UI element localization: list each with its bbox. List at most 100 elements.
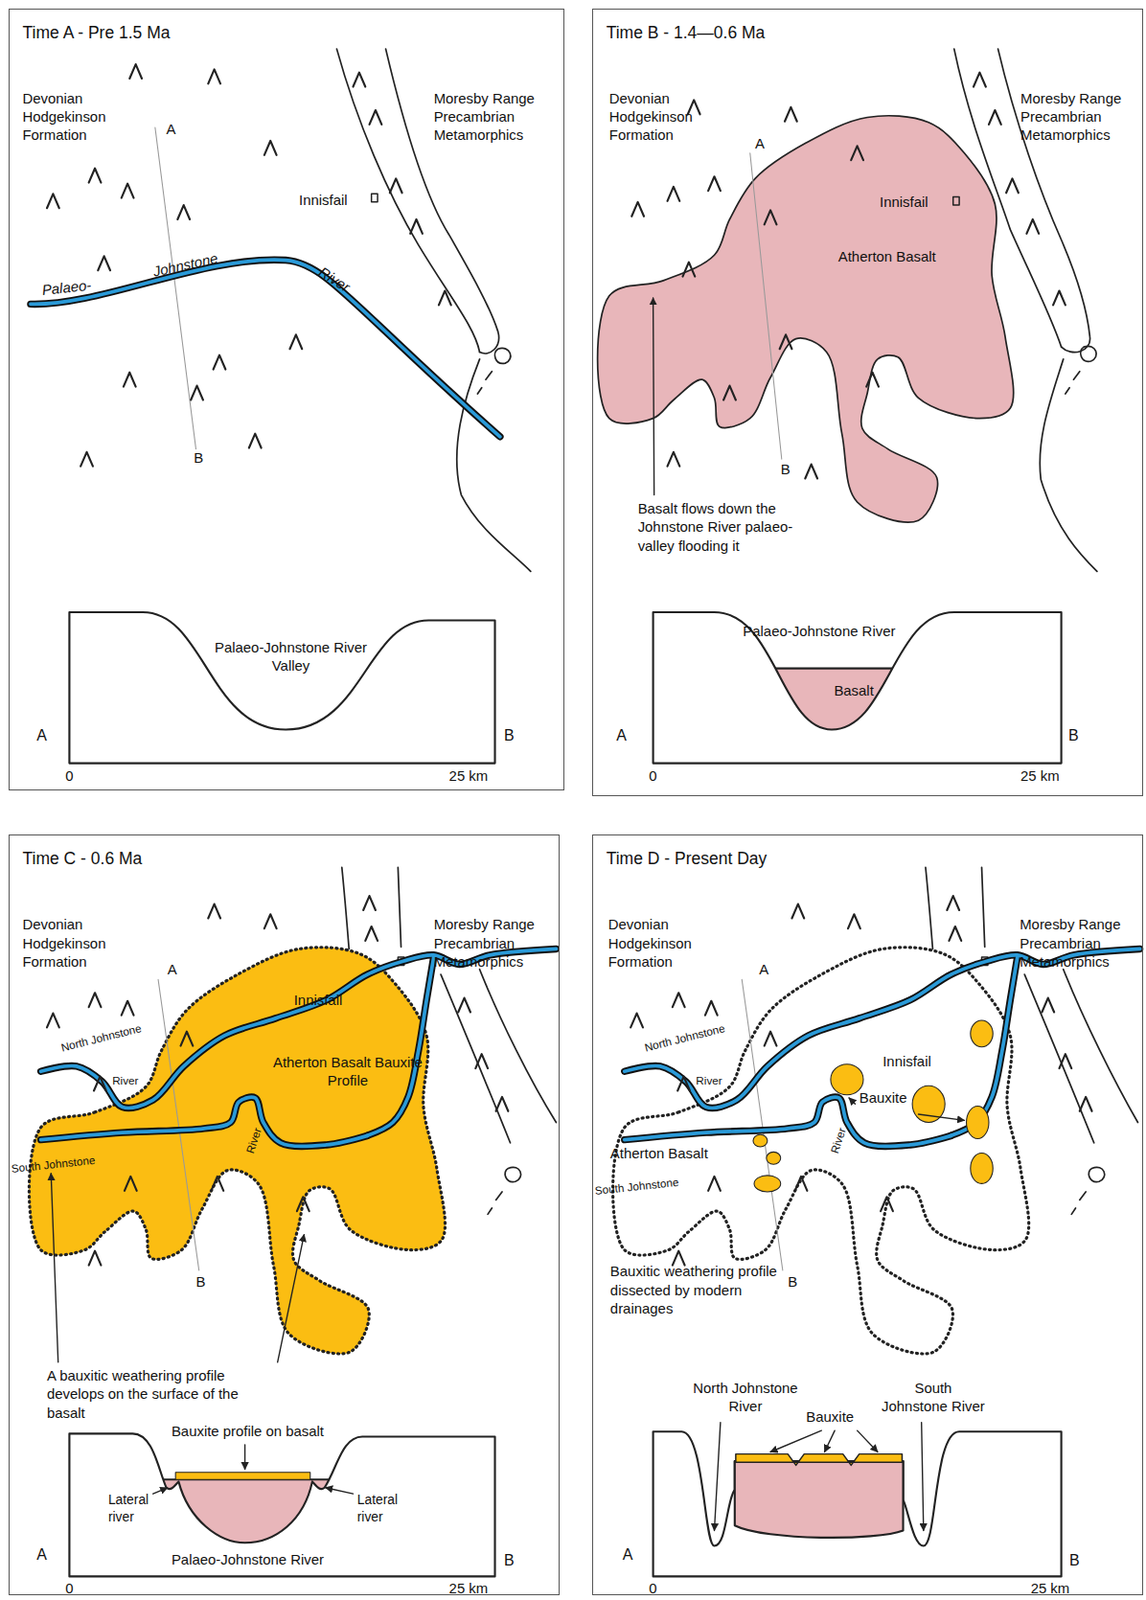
- rock-symbol: [352, 72, 366, 88]
- rock-symbol: [1026, 219, 1039, 234]
- section-line: [750, 153, 782, 460]
- panel-title: Time A - Pre 1.5 Ma: [22, 22, 551, 45]
- section-end: A: [622, 1545, 634, 1566]
- river-name: River: [112, 1073, 138, 1088]
- rock-symbol: [723, 386, 736, 401]
- leader-arrow: [325, 1488, 354, 1494]
- annotation: A bauxitic weathering profile develops o…: [46, 1367, 256, 1423]
- river-outline: [366, 957, 434, 1136]
- leader-arrow: [153, 1488, 168, 1494]
- scale-value: 0: [648, 767, 657, 786]
- formation-name: Devonian Hodgekinson Formation: [608, 916, 723, 972]
- rock-symbol: [121, 1001, 135, 1016]
- leader-arrow: [918, 1114, 965, 1121]
- river-name: South Johnstone River: [879, 1379, 987, 1418]
- river-outline: [624, 948, 1141, 1108]
- rock-symbol: [1053, 291, 1066, 306]
- rock-symbol: [80, 452, 93, 467]
- section-label: Lateral river: [108, 1491, 160, 1527]
- scale-value: 0: [648, 1580, 657, 1599]
- rock-symbol: [93, 1077, 107, 1092]
- section-line: [158, 979, 200, 1271]
- rock-symbol: [89, 1251, 102, 1266]
- rock-symbol: [89, 992, 102, 1008]
- section-label: Lateral river: [357, 1491, 409, 1527]
- formation-name: Devonian Hodgekinson Formation: [609, 90, 724, 146]
- section-line: [741, 979, 783, 1271]
- section-end: B: [504, 726, 515, 747]
- rock-symbol: [630, 1013, 643, 1029]
- river: [624, 948, 1141, 1108]
- section-end: A: [166, 120, 177, 139]
- leader-arrow: [770, 1430, 822, 1452]
- river-name: South Johnstone: [10, 1152, 96, 1176]
- bauxite-layer: [175, 1472, 311, 1480]
- rock-symbol: [850, 145, 864, 161]
- time-panel: Time B - 1.4—0.6 MaAtherton BasaltBasalt: [592, 8, 1144, 797]
- river-outline: [30, 259, 501, 437]
- section-title: Palaeo-Johnstone River: [742, 622, 895, 642]
- rock-unit-label: Basalt: [815, 682, 894, 701]
- section-end: B: [1069, 1551, 1080, 1572]
- rock-symbol: [667, 186, 681, 202]
- unit-name: Atherton Basalt Bauxite Profile: [268, 1054, 428, 1092]
- leader-arrow: [277, 1235, 305, 1363]
- rock-symbol: [784, 107, 798, 122]
- rock-symbol: [946, 895, 960, 911]
- rock-symbol: [458, 998, 471, 1013]
- rock-symbol: [677, 1077, 690, 1092]
- scale-value: 25 km: [1031, 1580, 1071, 1599]
- leader-arrow: [714, 1422, 721, 1532]
- rock-symbol: [764, 209, 778, 225]
- section-end: B: [504, 1551, 515, 1572]
- river-name: Palaeo-: [41, 276, 92, 301]
- river-outline: [41, 948, 557, 1108]
- town-symbol: [953, 197, 960, 207]
- section-end: A: [616, 726, 627, 747]
- rock-symbol: [475, 1054, 488, 1069]
- section-end: A: [167, 961, 178, 980]
- rock-symbol: [207, 904, 221, 919]
- bauxite-layer: [735, 1454, 903, 1467]
- rock-symbol: [682, 262, 695, 277]
- formation-name: Moresby Range Precambrian Metamorphics: [1020, 90, 1142, 146]
- scale-value: 25 km: [449, 1580, 489, 1599]
- rock-symbol: [289, 334, 302, 349]
- leader-arrow: [848, 1098, 855, 1104]
- rock-symbol: [880, 1196, 894, 1212]
- rock-symbol: [496, 1097, 509, 1112]
- valley-profile: [68, 612, 495, 764]
- formation-name: Devonian Hodgekinson Formation: [22, 90, 137, 146]
- panel-title: Time B - 1.4—0.6 Ma: [606, 22, 1129, 45]
- rock-symbol: [213, 355, 227, 370]
- rock-symbol: [369, 110, 383, 125]
- valley-profile: [68, 1433, 495, 1577]
- river-name: North Johnstone: [642, 1021, 727, 1056]
- town-name: Innisfail: [879, 193, 929, 212]
- town-name: Innisfail: [882, 1053, 932, 1072]
- rock-symbol: [948, 926, 962, 941]
- panel-title: Time C - 0.6 Ma: [22, 848, 546, 871]
- section-end: B: [193, 449, 204, 468]
- river-name: River: [242, 1125, 265, 1156]
- moresby-range: [342, 867, 557, 1215]
- feature-name: Bauxite: [805, 1408, 854, 1427]
- formation-name: Moresby Range Precambrian Metamorphics: [1019, 916, 1143, 972]
- basalt-fill: [734, 1461, 904, 1538]
- formation-name: Moresby Range Precambrian Metamorphics: [434, 90, 557, 146]
- leader-arrow: [825, 1430, 836, 1452]
- leader-arrow: [857, 1430, 878, 1452]
- rock-symbol: [123, 372, 137, 388]
- leader-arrow: [921, 1422, 924, 1532]
- scale-value: 0: [65, 767, 73, 786]
- scale-value: 25 km: [449, 767, 489, 786]
- valley-profile: [653, 612, 1062, 764]
- panel-title: Time D - Present Day: [606, 848, 1129, 871]
- rock-symbol: [97, 255, 111, 271]
- rock-symbol: [124, 1176, 138, 1192]
- section-end: A: [758, 961, 769, 980]
- river: [41, 948, 557, 1108]
- formation-name: Moresby Range Precambrian Metamorphics: [434, 916, 557, 972]
- river-name: South Johnstone: [594, 1174, 680, 1198]
